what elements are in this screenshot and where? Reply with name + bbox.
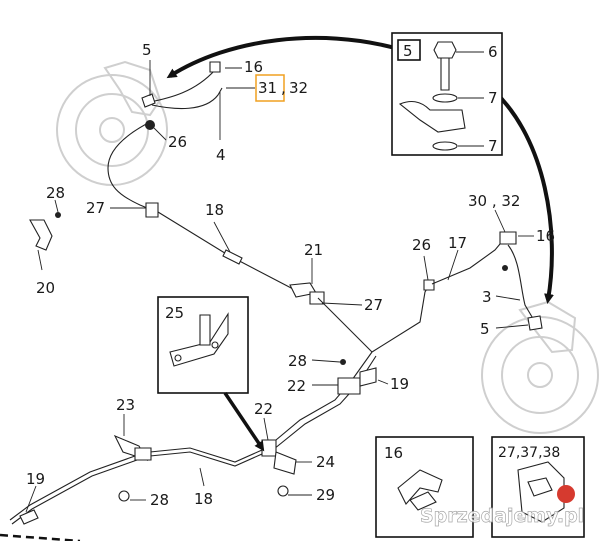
label-19-low: 19 <box>26 470 45 488</box>
label-28-left: 28 <box>46 184 65 202</box>
label-16-right: 16 <box>536 227 555 245</box>
inset-5-label-6: 6 <box>488 43 498 61</box>
inset-5-id: 5 <box>403 42 413 60</box>
label-23: 23 <box>116 396 135 414</box>
inset-16-id: 16 <box>384 444 403 462</box>
label-27-mid: 27 <box>364 296 383 314</box>
label-19-mid: 19 <box>390 375 409 393</box>
inset-25-box <box>157 296 249 394</box>
watermark: Sprzedajemy.pl <box>420 505 584 527</box>
label-22-low: 22 <box>254 400 273 418</box>
left-front-lines <box>107 61 373 353</box>
leader-lines <box>25 51 534 513</box>
label-28-low: 28 <box>150 491 169 509</box>
label-5-right: 5 <box>480 320 490 338</box>
label-24: 24 <box>316 453 335 471</box>
inset-27-id: 27,37,38 <box>498 445 560 461</box>
label-31: 31 <box>258 79 277 97</box>
bracket-20 <box>29 212 61 251</box>
label-16-top: 16 <box>244 58 263 76</box>
right-front-lines <box>371 231 543 353</box>
inset-5-label-7a: 7 <box>488 89 498 107</box>
inset-5-box <box>391 32 503 156</box>
label-20: 20 <box>36 279 55 297</box>
label-18-top: 18 <box>205 201 224 219</box>
label-29: 29 <box>316 486 335 504</box>
label-22-mid: 22 <box>287 377 306 395</box>
label-32: 32 <box>289 79 308 97</box>
label-18-low: 18 <box>194 490 213 508</box>
inset-5-label-7b: 7 <box>488 137 498 155</box>
arrow-to-right-caliper <box>493 90 554 304</box>
label-26-top: 26 <box>168 133 187 151</box>
part-labels: 5 16 31 , 32 26 4 28 27 20 18 21 27 26 1… <box>26 41 560 509</box>
arrow-to-left-caliper <box>166 35 396 79</box>
label-21: 21 <box>304 241 323 259</box>
label-28-mid: 28 <box>288 352 307 370</box>
watermark-badge-icon <box>557 485 575 503</box>
highlight-31-32 <box>255 74 285 102</box>
label-17: 17 <box>448 234 467 252</box>
inset-16-box <box>375 436 474 538</box>
label-30-32: 30 , 32 <box>468 192 520 210</box>
inset-25-pointer <box>223 392 265 452</box>
label-25: 25 <box>165 304 184 322</box>
rear-lines <box>0 351 377 541</box>
label-comma: , <box>281 79 286 97</box>
label-26-right: 26 <box>412 236 431 254</box>
label-4: 4 <box>216 146 226 164</box>
label-27-left: 27 <box>86 199 105 217</box>
label-5-top: 5 <box>142 41 152 59</box>
label-3: 3 <box>482 288 492 306</box>
